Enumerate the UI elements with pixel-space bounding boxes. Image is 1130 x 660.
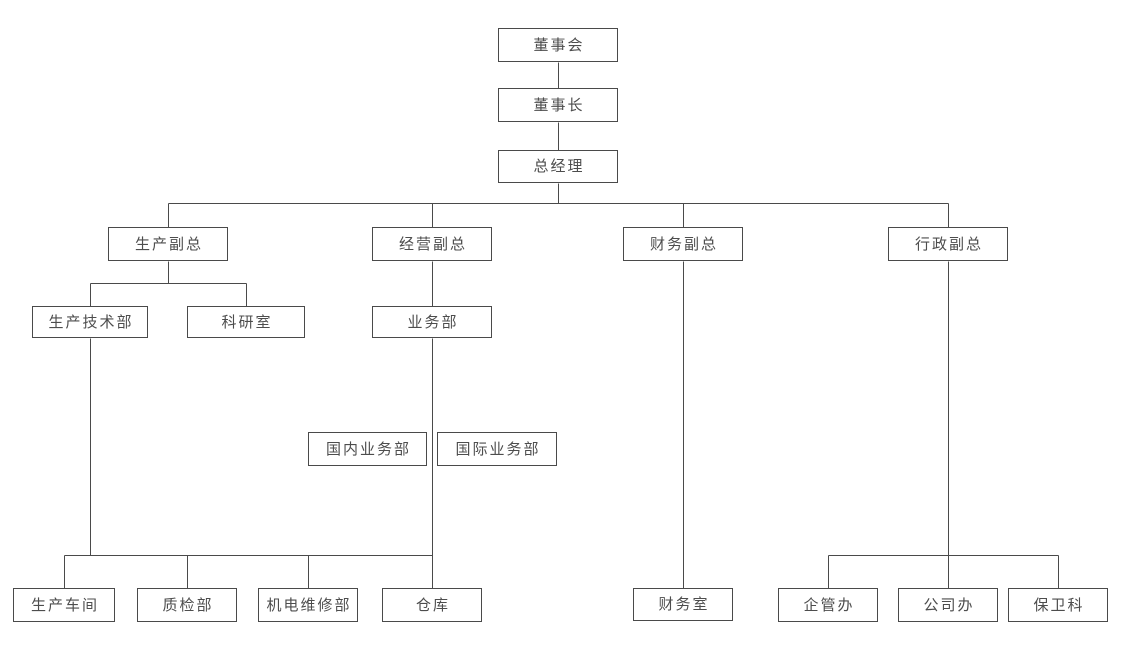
org-node-label-international-business-dept: 国际业务部 [455, 440, 541, 458]
org-node-label-finance-office: 财务室 [658, 596, 710, 613]
org-node-label-operations-vice-president: 经营副总 [398, 235, 467, 253]
org-node-label-domestic-business-dept: 国内业务部 [325, 440, 411, 458]
org-node-business-dept[interactable]: 业务部 [372, 306, 492, 338]
org-node-mech-electrical-maintenance-dept[interactable]: 机电维修部 [258, 588, 358, 622]
org-node-domestic-business-dept[interactable]: 国内业务部 [308, 432, 427, 466]
org-node-label-production-tech-dept: 生产技术部 [48, 313, 134, 331]
org-node-label-research-office: 科研室 [221, 313, 273, 331]
org-node-label-admin-vice-president: 行政副总 [914, 235, 983, 253]
org-node-company-office[interactable]: 公司办 [898, 588, 998, 622]
org-node-quality-inspection-dept[interactable]: 质检部 [137, 588, 237, 622]
org-node-security-section[interactable]: 保卫科 [1008, 588, 1108, 622]
org-node-finance-office[interactable]: 财务室 [633, 588, 733, 621]
org-node-label-production-workshop: 生产车间 [30, 596, 99, 614]
org-node-chairman[interactable]: 董事长 [498, 88, 618, 122]
org-node-production-workshop[interactable]: 生产车间 [13, 588, 115, 622]
org-node-enterprise-management-office[interactable]: 企管办 [778, 588, 878, 622]
org-node-label-enterprise-management-office: 企管办 [803, 596, 855, 614]
org-node-label-mech-electrical-maintenance-dept: 机电维修部 [266, 596, 352, 614]
org-node-operations-vice-president[interactable]: 经营副总 [372, 227, 492, 261]
org-node-label-production-vice-president: 生产副总 [134, 235, 203, 253]
org-node-label-chairman: 董事长 [533, 96, 585, 114]
org-node-admin-vice-president[interactable]: 行政副总 [888, 227, 1008, 261]
org-node-general-manager[interactable]: 总经理 [498, 150, 618, 183]
org-node-label-company-office: 公司办 [923, 596, 975, 614]
org-node-finance-vice-president[interactable]: 财务副总 [623, 227, 743, 261]
org-node-research-office[interactable]: 科研室 [187, 306, 305, 338]
org-node-label-quality-inspection-dept: 质检部 [162, 596, 214, 614]
org-node-production-tech-dept[interactable]: 生产技术部 [32, 306, 148, 338]
org-node-production-vice-president[interactable]: 生产副总 [108, 227, 228, 261]
org-node-label-finance-vice-president: 财务副总 [649, 235, 718, 253]
org-node-label-security-section: 保卫科 [1033, 596, 1085, 614]
org-node-label-business-dept: 业务部 [407, 313, 459, 331]
org-node-board-of-directors[interactable]: 董事会 [498, 28, 618, 62]
org-node-international-business-dept[interactable]: 国际业务部 [437, 432, 557, 466]
org-node-warehouse[interactable]: 仓库 [382, 588, 482, 622]
org-node-label-general-manager: 总经理 [533, 158, 585, 175]
org-node-label-warehouse: 仓库 [415, 596, 450, 614]
org-node-label-board-of-directors: 董事会 [533, 36, 585, 54]
